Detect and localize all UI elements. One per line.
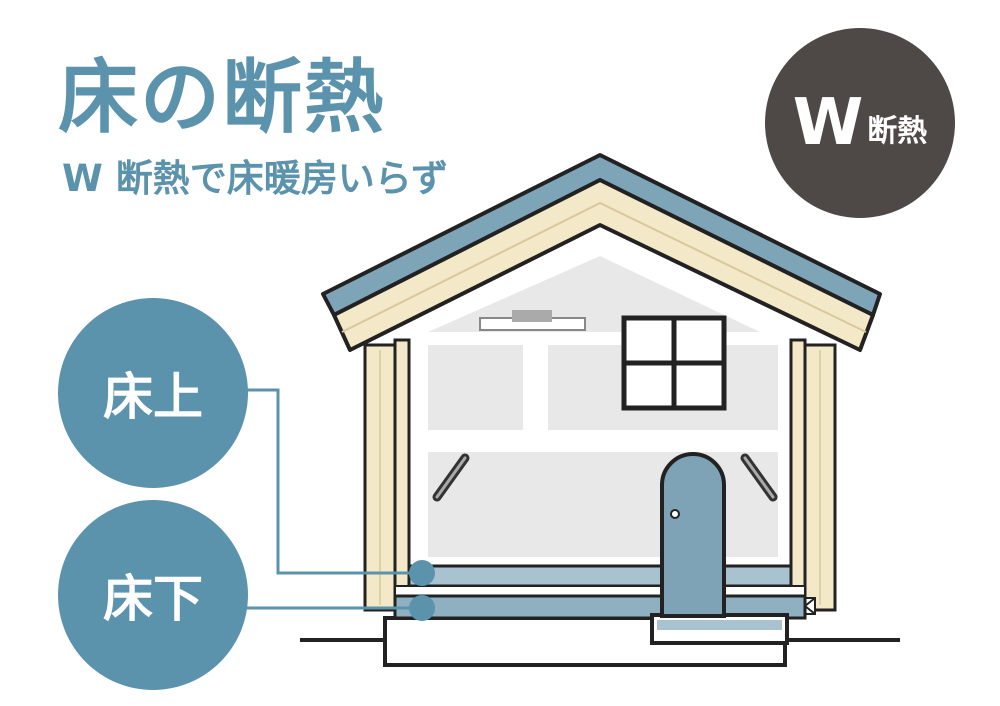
page-subtitle: W 断熱で床暖房いらず [62, 157, 448, 200]
floor-lower-label: 床下 [58, 500, 248, 690]
air-vent-icon [432, 453, 470, 502]
w-insulation-badge: W 断熱 [765, 28, 955, 218]
ceiling-unit [512, 310, 552, 322]
page-title: 床の断熱 [58, 51, 386, 144]
wall-inner-right [789, 338, 807, 612]
badge-text: 断熱 [867, 114, 928, 149]
door-icon [660, 452, 726, 618]
roof-insulation [332, 178, 875, 352]
air-vent-icon [740, 453, 778, 502]
interior-panel [428, 256, 760, 332]
leader-line-upper [246, 388, 422, 575]
window-icon [621, 315, 727, 411]
wall-inner-left [393, 338, 411, 612]
interior-panel [428, 345, 523, 430]
floor-upper-label: 床上 [58, 298, 248, 488]
floor-upper-insulation [407, 564, 793, 588]
leader-dot-lower [409, 595, 435, 621]
leader-dot-upper [409, 560, 435, 586]
badge-letter: W [792, 86, 864, 160]
